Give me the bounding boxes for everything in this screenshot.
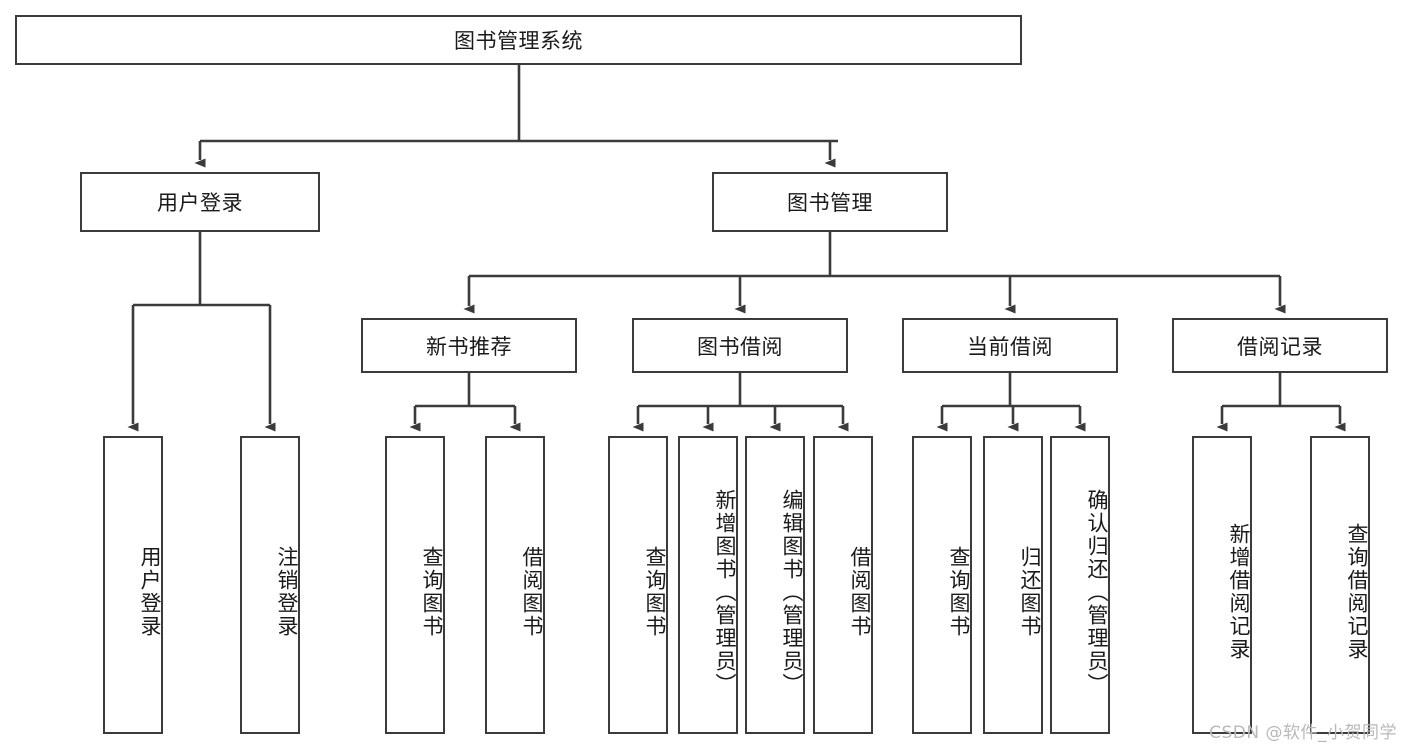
leaf-add-book-admin-label: 新增图书（管理员） [713, 488, 737, 696]
leaf-user-login-label: 用户登录 [138, 546, 162, 638]
leaf-confirm-return-admin[interactable]: 确认归还（管理员） [1050, 436, 1110, 734]
leaf-confirm-return-admin-label: 确认归还（管理员） [1085, 488, 1109, 696]
leaf-return-book[interactable]: 归还图书 [983, 436, 1043, 734]
leaf-user-login[interactable]: 用户登录 [103, 436, 163, 734]
leaf-query-borrow-record-label: 查询借阅记录 [1345, 523, 1369, 661]
leaf-edit-book-admin-label: 编辑图书（管理员） [780, 488, 804, 696]
leaf-query-book-borrow-label: 查询图书 [643, 546, 667, 638]
leaf-add-borrow-record[interactable]: 新增借阅记录 [1192, 436, 1252, 734]
leaf-return-book-label: 归还图书 [1018, 546, 1042, 638]
node-current-borrow[interactable]: 当前借阅 [902, 318, 1118, 373]
node-new-book-recommend[interactable]: 新书推荐 [361, 318, 577, 373]
leaf-query-book-recommend-label: 查询图书 [420, 546, 444, 638]
leaf-add-borrow-record-label: 新增借阅记录 [1227, 523, 1251, 661]
node-borrow-records[interactable]: 借阅记录 [1172, 318, 1388, 373]
node-root-label: 图书管理系统 [454, 29, 583, 53]
node-user-login-label: 用户登录 [157, 191, 243, 215]
leaf-logout[interactable]: 注销登录 [240, 436, 300, 734]
node-book-management[interactable]: 图书管理 [712, 172, 948, 232]
leaf-edit-book-admin[interactable]: 编辑图书（管理员） [745, 436, 805, 734]
leaf-query-book-recommend[interactable]: 查询图书 [385, 436, 445, 734]
leaf-borrow-book-label: 借阅图书 [848, 546, 872, 638]
leaf-add-book-admin[interactable]: 新增图书（管理员） [678, 436, 738, 734]
node-root[interactable]: 图书管理系统 [15, 15, 1022, 65]
leaf-query-book-current[interactable]: 查询图书 [912, 436, 972, 734]
csdn-watermark: CSDN @软件_小贺同学 [1209, 723, 1397, 743]
node-book-borrow-label: 图书借阅 [697, 334, 783, 359]
leaf-query-book-current-label: 查询图书 [947, 546, 971, 638]
node-new-book-recommend-label: 新书推荐 [426, 334, 512, 359]
leaf-borrow-book-recommend-label: 借阅图书 [520, 546, 544, 638]
node-borrow-records-label: 借阅记录 [1237, 334, 1323, 359]
node-book-borrow[interactable]: 图书借阅 [632, 318, 848, 373]
leaf-query-borrow-record[interactable]: 查询借阅记录 [1310, 436, 1370, 734]
leaf-borrow-book[interactable]: 借阅图书 [813, 436, 873, 734]
leaf-query-book-borrow[interactable]: 查询图书 [608, 436, 668, 734]
node-current-borrow-label: 当前借阅 [967, 334, 1053, 359]
leaf-borrow-book-recommend[interactable]: 借阅图书 [485, 436, 545, 734]
leaf-logout-label: 注销登录 [275, 546, 299, 638]
node-user-login[interactable]: 用户登录 [80, 172, 320, 232]
node-book-management-label: 图书管理 [787, 191, 873, 215]
